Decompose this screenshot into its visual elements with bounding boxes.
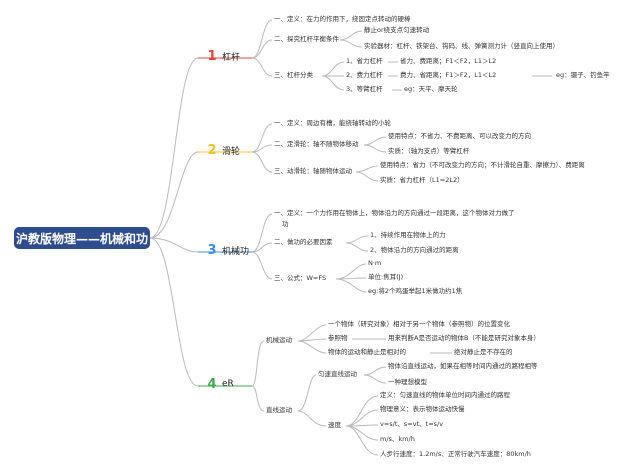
branch-number-3: 3 xyxy=(207,242,217,258)
motion-mechanical: 机械运动 xyxy=(266,336,292,344)
pulley-moving-a: 使用特点：省力（不可改变力的方向；不计滑轮自重、摩擦力）、费距离 xyxy=(380,161,585,169)
speed-example: 人步行速度：1.2m/s、正常行驶汽车速度：80km/h xyxy=(380,450,531,458)
branch-title-work: 机械功 xyxy=(222,246,250,257)
work-definition: 一、定义：一个力作用在物体上，物体沿力的方向通过一段距离，这个物体对力做了 xyxy=(274,209,515,217)
lever-explore: 二、探究杠杆平衡条件 xyxy=(274,35,339,43)
lever-classification: 三、杠杆分类 xyxy=(274,71,313,79)
lever-class-2-desc: 费力、省距离；F1＞F2，L1＜L2 xyxy=(400,71,497,79)
motion-reference-desc: 用来判断A是否运动的物体B（不能是研究对象本身） xyxy=(388,334,540,342)
work-factors: 二、做功的必要因素 xyxy=(274,238,333,246)
lever-definition: 一、定义：在力的作用下，绕固定点转动的硬棒 xyxy=(274,15,411,23)
lever-class-2: 2、费力杠杆 xyxy=(346,71,383,79)
branch-number-1: 1 xyxy=(207,48,217,64)
lever-explore-a: 静止or绕支点匀速转动 xyxy=(364,26,430,34)
pulley-fixed-a: 使用特点：不省力、不费距离、可以改变力的方向 xyxy=(388,132,531,140)
lever-class-3-desc: eg：天平、摩天轮 xyxy=(404,85,458,93)
speed-formula: v=s/t、s=vt、t=s/v xyxy=(380,420,444,428)
work-factor-2: 2、物体沿力的方向通过的距离 xyxy=(370,246,459,254)
speed-units: m/s、km/h xyxy=(380,435,415,443)
motion-mechanical-def: 一个物体（研究对象）相对于另一个物体（参照物）的位置变化 xyxy=(328,320,510,328)
lever-class-1: 1、省力杠杆 xyxy=(346,57,383,65)
lever-class-2-example: eg：镊子、钓鱼竿 xyxy=(556,71,610,79)
motion-uniform-a: 物体沿直线运动，如果在相等时间内通过的路程相等 xyxy=(388,362,538,370)
branch-work[interactable]: 3 机械功 xyxy=(206,238,249,262)
work-definition-cont: 功 xyxy=(282,220,289,228)
motion-relative: 物体的运动和静止是相对的 xyxy=(328,348,406,356)
branch-lever[interactable]: 1 杠杆 xyxy=(206,44,240,68)
branch-motion[interactable]: 4 eR xyxy=(206,372,234,396)
lever-class-3: 3、等臂杠杆 xyxy=(346,85,383,93)
branch-number-4: 4 xyxy=(207,376,217,392)
branch-title-pulley: 滑轮 xyxy=(222,146,241,157)
motion-uniform: 匀速直线运动 xyxy=(318,370,357,378)
speed-definition: 定义：匀速直线的物体单位时间内通过的路程 xyxy=(380,391,510,399)
motion-uniform-b: 一种理想模型 xyxy=(388,378,427,386)
branch-title-motion: eR xyxy=(222,379,234,389)
pulley-fixed: 二、定滑轮：轴不随物体移动 xyxy=(274,140,359,148)
branch-title-lever: 杠杆 xyxy=(222,52,241,63)
work-example: eg:将2个鸡蛋举起1米做功约1焦 xyxy=(368,287,463,295)
pulley-fixed-b: 实质：（轴为支点）等臂杠杆 xyxy=(388,147,470,155)
motion-relative-desc: 绝对静止是不存在的 xyxy=(454,348,513,356)
motion-reference: 参照物 xyxy=(328,334,348,342)
work-unit-nm: N·m xyxy=(368,259,382,267)
branch-number-2: 2 xyxy=(207,142,217,158)
branch-pulley[interactable]: 2 滑轮 xyxy=(206,138,240,162)
work-unit-joule: 单位:焦耳(J) xyxy=(368,273,404,281)
motion-linear: 直线运动 xyxy=(266,406,292,414)
speed-meaning: 物理意义：表示物体运动快慢 xyxy=(380,405,465,413)
work-formula: 三、公式：W=FS xyxy=(274,274,327,282)
work-factor-1: 1、持续作用在物体上的力 xyxy=(370,231,446,239)
root-topic[interactable]: 沪教版物理——机械和功 xyxy=(14,227,150,249)
pulley-moving-b: 实质：省力杠杆（L1=2L2） xyxy=(380,176,464,184)
lever-explore-b: 实验器材：杠杆、铁架台、钩码、线、弹簧测力计（竖直向上使用） xyxy=(364,42,559,50)
pulley-definition: 一、定义：周边有槽，能绕轴转动的小轮 xyxy=(274,119,391,127)
motion-speed: 速度 xyxy=(328,421,341,429)
lever-class-1-desc: 省力、费距离；F1＜F2，L1＞L2 xyxy=(400,57,497,65)
pulley-moving: 三、动滑轮：轴随物体运动 xyxy=(274,167,352,175)
